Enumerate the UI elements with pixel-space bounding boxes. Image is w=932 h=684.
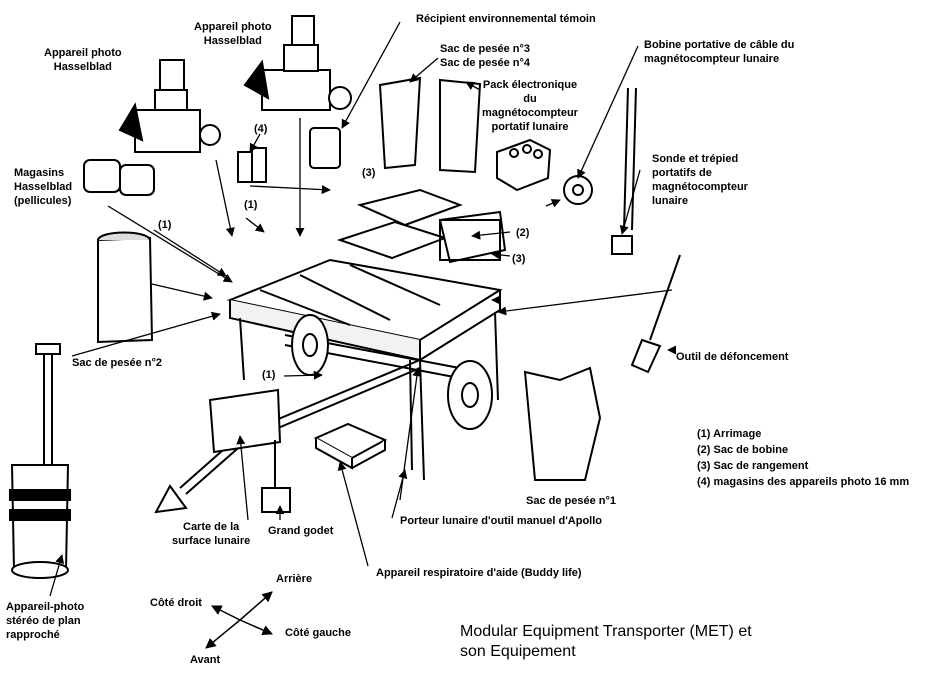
label-line: rapproché <box>6 629 60 641</box>
label-line: Hasselblad <box>53 61 112 73</box>
label-digging-tool: Outil de défoncement <box>676 351 789 363</box>
label-hasselblad-magazines: Magasins Hasselblad (pellicules) <box>14 166 72 208</box>
label-hasselblad-left: Appareil photo Hasselblad <box>44 46 122 74</box>
callout-3: (3) <box>362 167 376 179</box>
hasselblad-left-drawing <box>118 59 221 153</box>
label-line: stéréo de plan <box>6 615 81 627</box>
weigh-bag-2-drawing <box>97 231 154 344</box>
legend-item: (3) Sac de rangement <box>697 460 809 472</box>
weigh-bags-3-4-drawing <box>378 76 482 174</box>
label-line: Appareil photo <box>194 21 272 33</box>
label-line: Magasins <box>14 167 65 179</box>
magazines-16mm-drawing <box>237 147 267 183</box>
buddy-life-drawing <box>313 422 388 470</box>
label-line: portatif lunaire <box>491 121 569 133</box>
hasselblad-magazines-drawing <box>83 159 155 196</box>
label-buddy-life: Appareil respiratoire d'aide (Buddy life… <box>376 567 582 579</box>
hasselblad-top-drawing <box>243 15 352 111</box>
label-weigh-bag-1: Sac de pesée n°1 <box>526 495 617 507</box>
label-line: Bobine portative de câble du <box>644 39 795 51</box>
label-line: du <box>523 93 537 105</box>
label-line: (pellicules) <box>14 195 72 207</box>
electronic-pack-drawing <box>496 138 552 192</box>
direction-avant: Avant <box>190 654 221 666</box>
legend-item: (4) magasins des appareils photo 16 mm <box>697 476 910 488</box>
title-line: son Equipement <box>460 643 576 660</box>
page-title: Modular Equipment Transporter (MET) et s… <box>460 622 752 662</box>
legend-item: (1) Arrimage <box>697 428 762 440</box>
label-lunar-map: Carte de la surface lunaire <box>172 520 250 548</box>
label-line: magnétocompteur <box>652 181 748 193</box>
cable-reel-drawing <box>563 175 593 205</box>
label-line: Sac de pesée n°4 <box>440 57 531 69</box>
met-trays <box>336 188 507 264</box>
label-stereo-camera: Appareil-photo stéréo de plan rapproché <box>6 600 84 642</box>
label-large-scoop: Grand godet <box>268 525 334 537</box>
title-line: Modular Equipment Transporter (MET) et <box>460 623 752 640</box>
direction-cote-droit: Côté droit <box>150 597 202 609</box>
probe-tripod-drawing <box>611 87 637 255</box>
label-line: lunaire <box>652 195 689 207</box>
label-line: Pack électronique <box>482 79 578 91</box>
callout-4: (4) <box>254 123 268 135</box>
label-hasselblad-top: Appareil photo Hasselblad <box>194 20 272 48</box>
leader-lines <box>49 21 677 597</box>
environmental-container-drawing <box>309 127 341 169</box>
label-line: surface lunaire <box>172 535 251 547</box>
label-environmental-container: Récipient environnemental témoin <box>416 13 596 25</box>
wheel-right <box>447 360 493 430</box>
label-weigh-bags-3-4: Sac de pesée n°3 Sac de pesée n°4 <box>440 42 530 70</box>
weigh-bag-1-drawing <box>523 366 602 481</box>
label-line: Carte de la <box>183 521 240 533</box>
label-line: magnétocompteur lunaire <box>644 53 780 65</box>
legend: (1) Arrimage (2) Sac de bobine (3) Sac d… <box>697 426 909 490</box>
label-line: Appareil-photo <box>6 601 85 613</box>
label-line: Appareil photo <box>44 47 122 59</box>
legend-item: (2) Sac de bobine <box>697 444 789 456</box>
callout-1b: (1) <box>244 199 258 211</box>
callout-3b: (3) <box>512 253 526 265</box>
direction-cote-gauche: Côté gauche <box>285 627 352 639</box>
label-line: Sonde et trépied <box>652 153 739 165</box>
direction-arrows <box>205 591 273 649</box>
callout-1c: (1) <box>262 369 276 381</box>
label-tool-carrier: Porteur lunaire d'outil manuel d'Apollo <box>400 515 603 527</box>
label-line: Hasselblad <box>203 35 262 47</box>
label-line: magnétocompteur <box>482 107 578 119</box>
lunar-map-drawing <box>208 388 282 454</box>
callout-1a: (1) <box>158 219 172 231</box>
digging-tool-drawing <box>630 254 681 374</box>
stereo-camera-drawing <box>9 343 71 579</box>
label-weigh-bag-2: Sac de pesée n°2 <box>72 357 163 369</box>
callout-2: (2) <box>516 227 530 239</box>
wheel-left <box>291 314 329 376</box>
label-line: Sac de pesée n°3 <box>440 43 531 55</box>
label-cable-reel: Bobine portative de câble du magnétocomp… <box>644 38 794 66</box>
label-electronic-pack: Pack électronique du magnétocompteur por… <box>482 78 578 134</box>
label-line: portatifs de <box>652 167 712 179</box>
label-line: Hasselblad <box>14 181 73 193</box>
label-probe-tripod: Sonde et trépied portatifs de magnétocom… <box>652 152 748 208</box>
large-scoop-drawing <box>261 440 291 513</box>
direction-arriere: Arrière <box>276 573 313 585</box>
